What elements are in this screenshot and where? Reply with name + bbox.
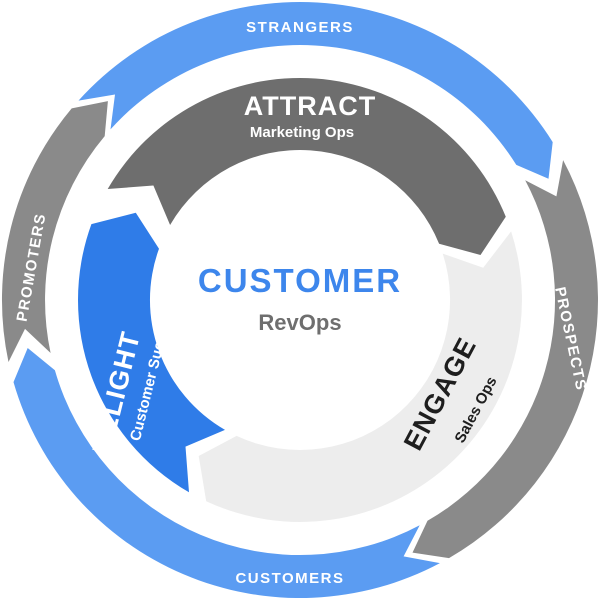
outer-segment-strangers <box>78 1 553 179</box>
attract-subtitle: Marketing Ops <box>250 124 354 141</box>
center-subtitle: RevOps <box>258 310 341 335</box>
inner-segment-delight <box>78 212 225 493</box>
outer-label-customers: CUSTOMERS <box>235 570 344 587</box>
inner-segment-engage <box>198 231 522 522</box>
inner-segment-attract <box>107 77 506 255</box>
outer-segment-prospects <box>412 160 598 559</box>
outer-segment-promoters <box>1 101 108 362</box>
outer-label-strangers: STRANGERS <box>246 19 354 36</box>
center-title: CUSTOMER <box>198 262 402 299</box>
outer-segment-customers <box>13 348 440 598</box>
attract-title: ATTRACT <box>244 91 376 121</box>
